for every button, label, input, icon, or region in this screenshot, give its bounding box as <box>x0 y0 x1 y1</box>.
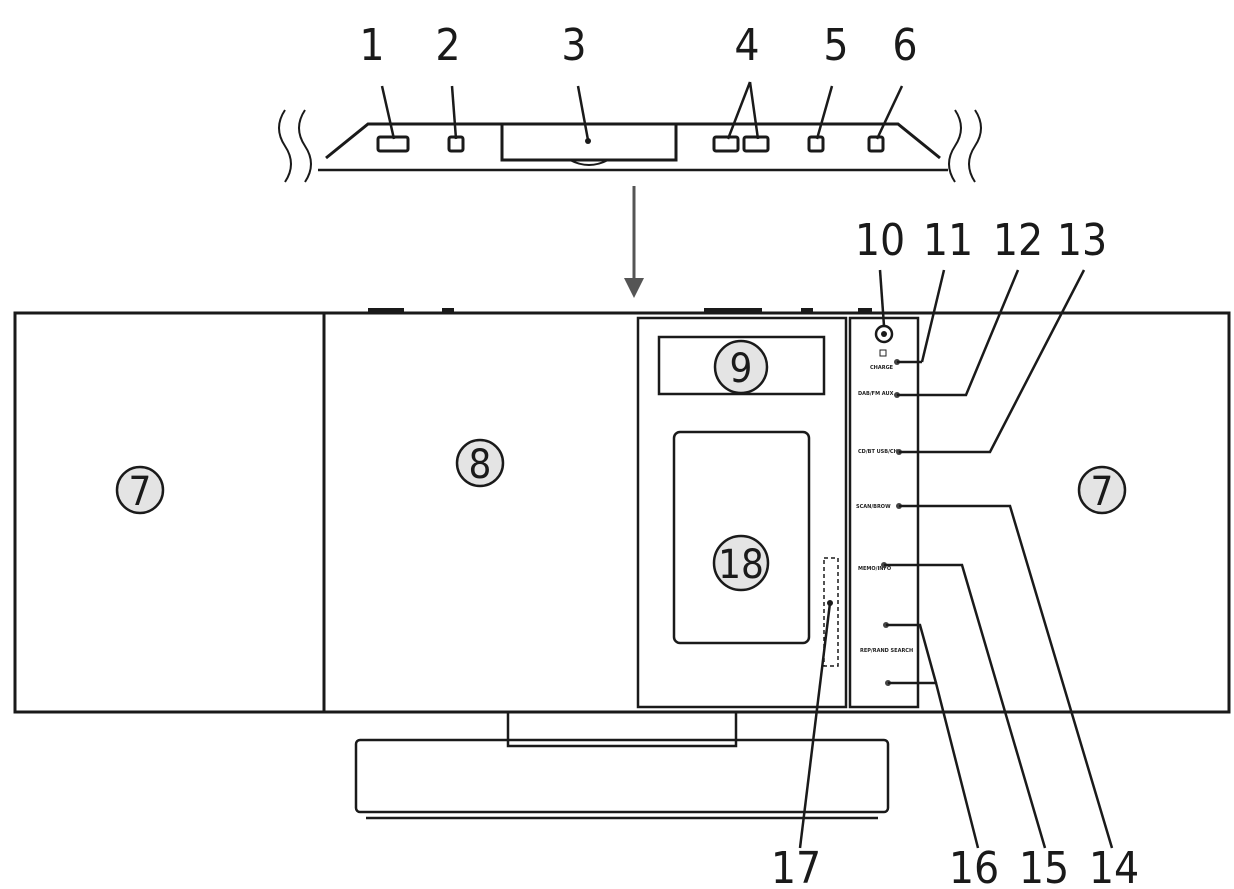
bubble-9: 9 <box>713 339 769 395</box>
break-mark-right-2 <box>968 109 982 183</box>
callout-3: 3 <box>561 20 586 71</box>
leader-17 <box>798 602 832 849</box>
label-cd-bt-usb: CD/BT USB/CH <box>858 449 898 455</box>
top-button-4b <box>742 135 770 153</box>
leader-3 <box>576 85 590 141</box>
callout-10: 10 <box>855 215 905 266</box>
callout-5: 5 <box>823 20 848 71</box>
front-top-bump-2 <box>442 308 454 313</box>
usb-port-icon <box>879 349 887 357</box>
bubble-18: 18 <box>712 534 770 592</box>
leader-10 <box>878 269 886 327</box>
callout-7-left: 7 <box>129 469 152 515</box>
cd-compartment <box>672 430 811 645</box>
leader-16b <box>886 623 938 684</box>
disc-slot-notch <box>569 159 609 166</box>
callout-4: 4 <box>734 20 759 71</box>
top-button-4a <box>712 135 740 153</box>
label-dab-fm-aux: DAB/FM AUX <box>858 391 894 397</box>
callout-11: 11 <box>923 215 973 266</box>
remote-sensor-outline <box>823 557 839 667</box>
label-scan-brow: SCAN/BROW <box>856 504 891 510</box>
top-view: 1 2 3 4 5 6 <box>278 20 982 183</box>
callout-2: 2 <box>435 20 460 71</box>
center-panel <box>636 316 848 709</box>
callout-13: 13 <box>1057 215 1107 266</box>
headphone-jack-inner <box>881 331 887 337</box>
callout-16: 16 <box>949 843 999 889</box>
label-charge: CHARGE <box>870 365 894 371</box>
top-view-outline <box>325 122 941 160</box>
label-memo-info: MEMO/INFO <box>858 566 891 572</box>
top-button-5 <box>807 135 825 153</box>
leader-1 <box>380 85 396 140</box>
direction-arrow <box>624 186 644 298</box>
stand-neck <box>506 712 738 748</box>
break-mark-left-2 <box>298 109 312 183</box>
leader-6 <box>875 85 904 140</box>
callout-6: 6 <box>892 20 917 71</box>
leader-dot-3 <box>585 138 591 144</box>
callout-15: 15 <box>1019 843 1069 889</box>
break-mark-left <box>278 109 292 183</box>
leader-4a <box>726 81 752 140</box>
leader-4b <box>748 81 760 140</box>
callout-14: 14 <box>1089 843 1139 889</box>
front-top-bump-5 <box>858 308 872 313</box>
callout-9: 9 <box>730 346 753 392</box>
disc-slot-3 <box>500 124 678 162</box>
callout-12: 12 <box>993 215 1043 266</box>
top-button-2 <box>447 135 465 153</box>
front-top-bump-1 <box>368 308 404 313</box>
callout-17: 17 <box>771 843 821 889</box>
leader-2 <box>450 85 458 140</box>
label-rep-rand-search: REP/RAND SEARCH <box>860 648 913 654</box>
leader-13 <box>899 269 1086 454</box>
callout-7-right: 7 <box>1091 469 1114 515</box>
leader-15 <box>884 563 1047 849</box>
front-top-bump-3 <box>704 308 762 313</box>
bubble-8: 8 <box>455 438 505 488</box>
bubble-7-right: 7 <box>1077 465 1127 515</box>
leader-5 <box>815 85 834 140</box>
top-button-6 <box>867 135 885 153</box>
leader-12 <box>897 269 1020 397</box>
front-view: 7 8 9 18 7 CHARGE DAB/FM AUX CD/BT USB/C… <box>13 215 1231 889</box>
break-mark-right <box>948 109 962 183</box>
callout-8: 8 <box>469 442 492 488</box>
callout-18: 18 <box>718 542 764 588</box>
device-body <box>13 311 1231 714</box>
stand-base <box>354 738 890 814</box>
bubble-7-left: 7 <box>115 465 165 515</box>
front-top-bump-4 <box>801 308 813 313</box>
leader-11 <box>920 269 946 363</box>
leader-14 <box>899 504 1114 849</box>
callout-1: 1 <box>359 20 384 71</box>
